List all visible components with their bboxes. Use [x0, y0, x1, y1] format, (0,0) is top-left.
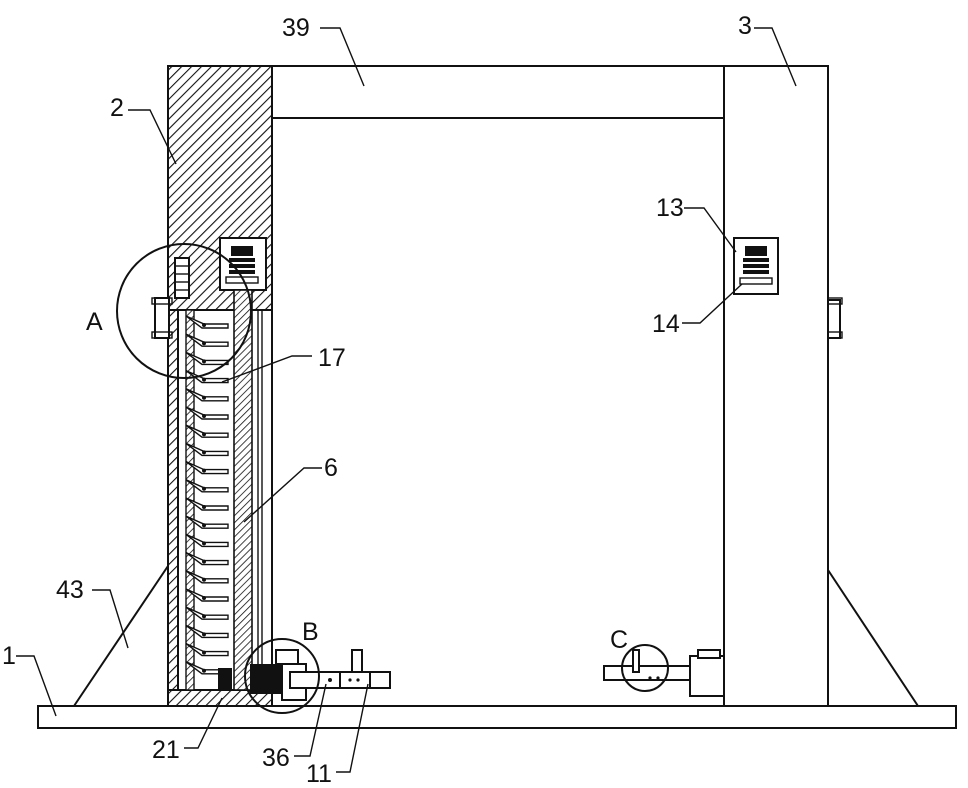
- paddle-pivot: [202, 432, 206, 436]
- paddle-pivot: [202, 541, 206, 545]
- label-39: 39: [282, 14, 310, 42]
- paddle-pivot: [202, 450, 206, 454]
- label-2: 2: [110, 94, 124, 122]
- label-17: 17: [318, 344, 346, 372]
- paddle-pivot: [202, 414, 206, 418]
- left-spring-block: [175, 258, 189, 298]
- paddle-pivot: [202, 359, 206, 363]
- label-3: 3: [738, 12, 752, 40]
- left-brace: [74, 566, 168, 706]
- paddle-pivot: [202, 378, 206, 382]
- paddle-pivot: [202, 469, 206, 473]
- right-column: [724, 66, 828, 706]
- label-b: B: [302, 618, 319, 646]
- right-brace: [828, 570, 918, 706]
- bottom-drive-block: [250, 664, 282, 694]
- paddle-pivot: [202, 578, 206, 582]
- label-11: 11: [306, 760, 332, 788]
- base-plate: [38, 706, 956, 728]
- label-a: A: [86, 308, 103, 336]
- label-c: C: [610, 626, 628, 654]
- paddle-pivot: [202, 505, 206, 509]
- paddle-pivot: [202, 396, 206, 400]
- paddle-pivot: [202, 487, 206, 491]
- label-6: 6: [324, 454, 338, 482]
- label-21: 21: [152, 736, 180, 764]
- paddle-pivot: [202, 669, 206, 673]
- label-14: 14: [652, 310, 680, 338]
- label-1: 1: [2, 642, 16, 670]
- left-column-outer: [168, 310, 178, 706]
- paddle-pivot: [202, 651, 206, 655]
- label-36: 36: [262, 744, 290, 772]
- label-43: 43: [56, 576, 84, 604]
- paddle-pivot: [202, 632, 206, 636]
- paddle-pivot: [202, 323, 206, 327]
- label-13: 13: [656, 194, 684, 222]
- paddle-pivot: [202, 341, 206, 345]
- paddle-pivot: [202, 614, 206, 618]
- paddle-pivot: [202, 523, 206, 527]
- paddle-pivot: [202, 560, 206, 564]
- leader-43: [92, 590, 128, 648]
- paddle-pivot: [202, 596, 206, 600]
- screw-rod: [234, 290, 252, 690]
